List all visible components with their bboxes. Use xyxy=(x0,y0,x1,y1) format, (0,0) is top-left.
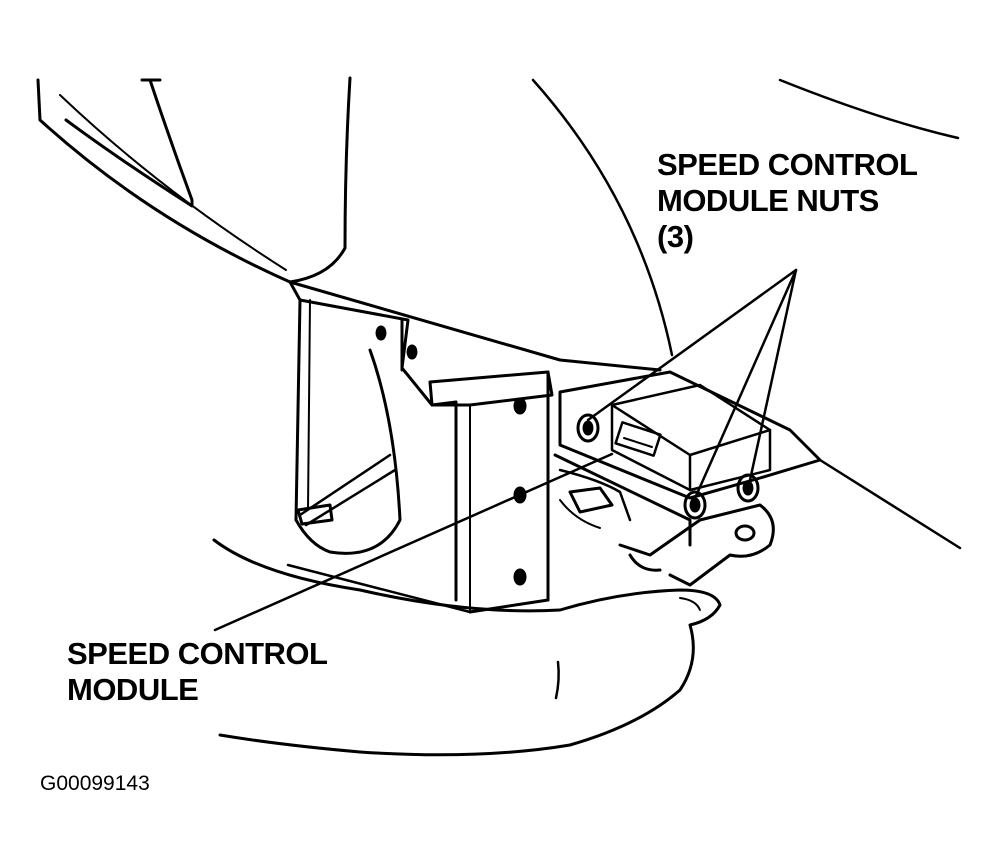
hand xyxy=(212,538,722,757)
module-nuts-label-line-2: MODULE NUTS xyxy=(657,183,879,218)
leader-lines-module-nuts xyxy=(586,268,798,498)
floor-edge xyxy=(818,458,962,550)
floor-line xyxy=(286,563,472,614)
mounting-bracket xyxy=(288,280,662,614)
wheel-arc-inner xyxy=(531,78,674,357)
speed-control-module-label: SPEED CONTROL MODULE xyxy=(67,636,328,708)
wheel-arc-outer xyxy=(778,78,960,140)
side-panel xyxy=(294,348,402,555)
wrench xyxy=(618,503,775,587)
speed-control-module xyxy=(553,370,822,547)
leader-lines-module xyxy=(213,452,614,632)
module-nuts-label-line-3: (3) xyxy=(657,219,694,254)
module-label-line-2: MODULE xyxy=(67,672,199,707)
module-label-line-1: SPEED CONTROL xyxy=(67,636,328,671)
speed-control-module-nuts-label: SPEED CONTROL MODULE NUTS (3) xyxy=(657,147,918,255)
upper-housing xyxy=(36,76,352,522)
figure-id: G00099143 xyxy=(40,772,150,795)
module-nuts-label-line-1: SPEED CONTROL xyxy=(657,147,918,182)
